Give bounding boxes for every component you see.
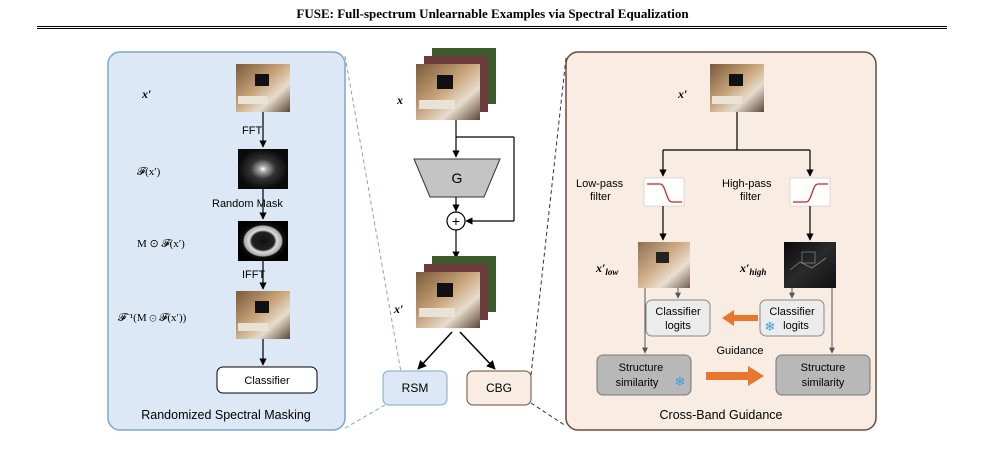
guidance-label: Guidance xyxy=(716,345,763,357)
structure-right-line2: similarity xyxy=(802,377,845,389)
left-classifier-box xyxy=(216,366,318,394)
guidance-arrow-upper xyxy=(722,310,758,326)
classifier-logits-left-line2: logits xyxy=(665,320,691,332)
right-x-prime-label: x′ xyxy=(677,87,687,101)
structure-right-line1: Structure xyxy=(801,362,846,374)
high-pass-label-line1: High-pass xyxy=(722,178,772,190)
structure-left-line1: Structure xyxy=(619,362,664,374)
classifier-logits-right-box xyxy=(759,299,825,337)
cbg-panel-title: Cross-Band Guidance xyxy=(660,408,783,422)
rsm-label: RSM xyxy=(402,381,429,395)
high-pass-filter-plot xyxy=(789,177,831,207)
low-pass-label-line1: Low-pass xyxy=(576,178,624,190)
structure-similarity-right-box xyxy=(775,354,871,396)
low-pass-label-line2: filter xyxy=(590,191,611,203)
center-x-prime-label: x′ xyxy=(393,302,403,316)
cbg-box xyxy=(466,370,532,406)
masked-spectrum-image xyxy=(238,221,288,261)
center-input-images xyxy=(416,48,496,120)
freeze-icon: ❄ xyxy=(765,320,776,335)
low-frequency-image xyxy=(638,242,690,288)
high-frequency-image xyxy=(784,242,836,288)
high-pass-label-line2: filter xyxy=(740,191,761,203)
add-operator-symbol: + xyxy=(452,213,460,229)
generator-block xyxy=(413,158,501,198)
top-rule-2 xyxy=(37,28,947,29)
center-perturbed-images xyxy=(416,256,496,328)
random-mask-label: Random Mask xyxy=(212,198,283,210)
classifier-logits-right-line1: Classifier xyxy=(769,306,815,318)
low-pass-filter-plot xyxy=(643,177,685,207)
structure-left-line2: similarity xyxy=(616,377,659,389)
center-x-label: x xyxy=(396,93,403,107)
fft-spectrum-image xyxy=(238,149,288,189)
guidance-arrow-lower xyxy=(706,366,764,386)
ifft-label: IFFT xyxy=(242,269,265,281)
reconstructed-image xyxy=(236,291,290,339)
rsm-box xyxy=(382,370,448,406)
classifier-logits-right-line2: logits xyxy=(783,320,809,332)
rsm-panel-title: Randomized Spectral Masking xyxy=(141,408,311,422)
fourier-label: 𝓕(x′) xyxy=(137,166,161,178)
freeze-icon-2: ❄ xyxy=(675,375,686,390)
left-classifier-label: Classifier xyxy=(244,375,290,387)
left-input-image xyxy=(236,64,290,112)
fft-label: FFT xyxy=(242,125,262,137)
left-x-prime-label: x′ xyxy=(141,87,151,101)
right-input-image xyxy=(710,64,764,112)
classifier-logits-left-line1: Classifier xyxy=(655,306,701,318)
page-title: FUSE: Full-spectrum Unlearnable Examples… xyxy=(296,6,689,21)
classifier-logits-left-box xyxy=(645,299,711,337)
inverse-fourier-label: 𝓕⁻¹(M ⊙ 𝓕(x′)) xyxy=(118,312,187,324)
structure-similarity-left-box xyxy=(596,354,692,396)
top-rule xyxy=(37,26,947,27)
generator-label: G xyxy=(452,170,463,186)
masked-fourier-label: M ⊙ 𝓕(x′) xyxy=(137,238,185,250)
cbg-label: CBG xyxy=(486,381,512,395)
